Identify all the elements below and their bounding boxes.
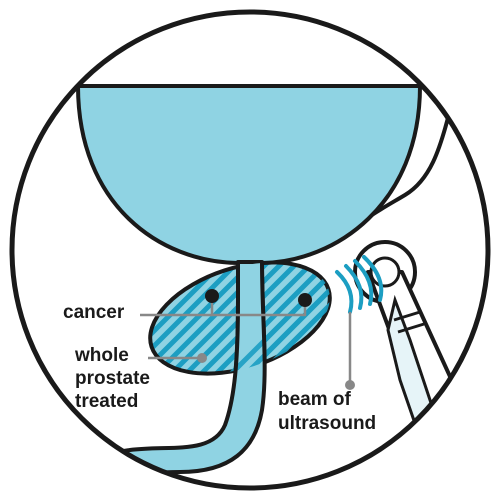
cancer-spot-left [205,289,219,303]
urethra [58,260,267,488]
ultrasound-beam [335,255,384,314]
label-cancer: cancer [63,302,125,323]
label-whole-line1: whole [74,345,129,366]
cancer-spot-right [298,293,312,307]
prostate-pointer-dot [197,353,207,363]
circle-frame [9,9,491,491]
label-beam-line2: ultrasound [278,413,376,434]
label-whole-line2: prostate [75,368,150,389]
label-beam-line1: beam of [278,389,352,410]
cancer-pointer-line [210,303,307,317]
label-whole-line3: treated [75,391,138,412]
beam-pointer-dot [345,380,355,390]
